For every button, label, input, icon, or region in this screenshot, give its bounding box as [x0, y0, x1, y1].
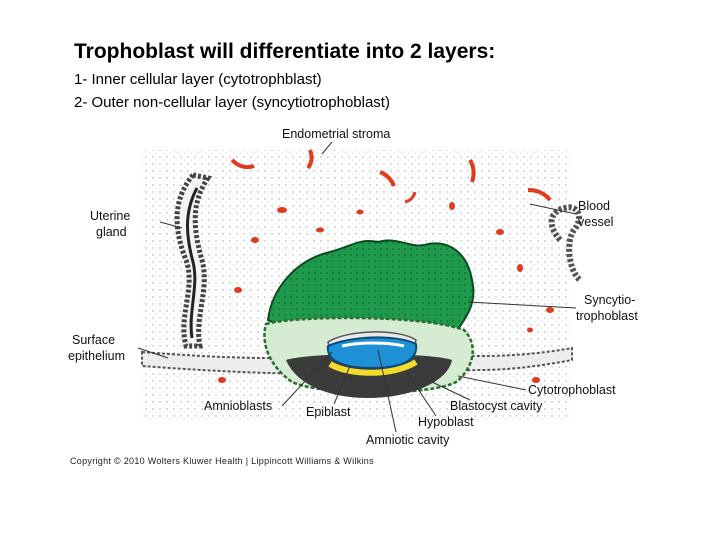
amniotic-cavity [341, 341, 405, 348]
uterine-gland-lumen [186, 187, 199, 339]
label-syncytiotrophoblast-2: trophoblast [576, 309, 638, 323]
label-blood-vessel-1: Blood [578, 199, 610, 213]
right-gland [548, 204, 583, 283]
leader-lines [137, 141, 577, 433]
label-amniotic-cavity: Amniotic cavity [366, 433, 450, 447]
point-outer-layer: 2- Outer non-cellular layer (syncytiotro… [74, 94, 390, 111]
label-epiblast: Epiblast [306, 405, 351, 419]
implantation-diagram: Endometrial stroma Uterine gland Blood v… [68, 127, 638, 447]
slide-title: Trophoblast will differentiate into 2 la… [74, 40, 496, 63]
label-blood-vessel-2: vessel [578, 215, 613, 229]
label-uterine-gland-1: Uterine [90, 209, 130, 223]
label-blastocyst-cavity: Blastocyst cavity [450, 399, 543, 413]
label-amnioblasts: Amnioblasts [204, 399, 272, 413]
copyright-notice: Copyright © 2010 Wolters Kluwer Health |… [70, 456, 374, 466]
label-cytotrophoblast: Cytotrophoblast [528, 383, 616, 397]
label-endometrial-stroma: Endometrial stroma [282, 127, 390, 141]
label-surface-epithelium-1: Surface [72, 333, 115, 347]
point-inner-layer: 1- Inner cellular layer (cytotrophblast) [74, 71, 322, 88]
label-hypoblast: Hypoblast [418, 415, 474, 429]
label-syncytiotrophoblast-1: Syncytio- [584, 293, 635, 307]
hypoblast [328, 359, 418, 376]
label-uterine-gland-2: gland [96, 225, 127, 239]
label-surface-epithelium-2: epithelium [68, 349, 125, 363]
